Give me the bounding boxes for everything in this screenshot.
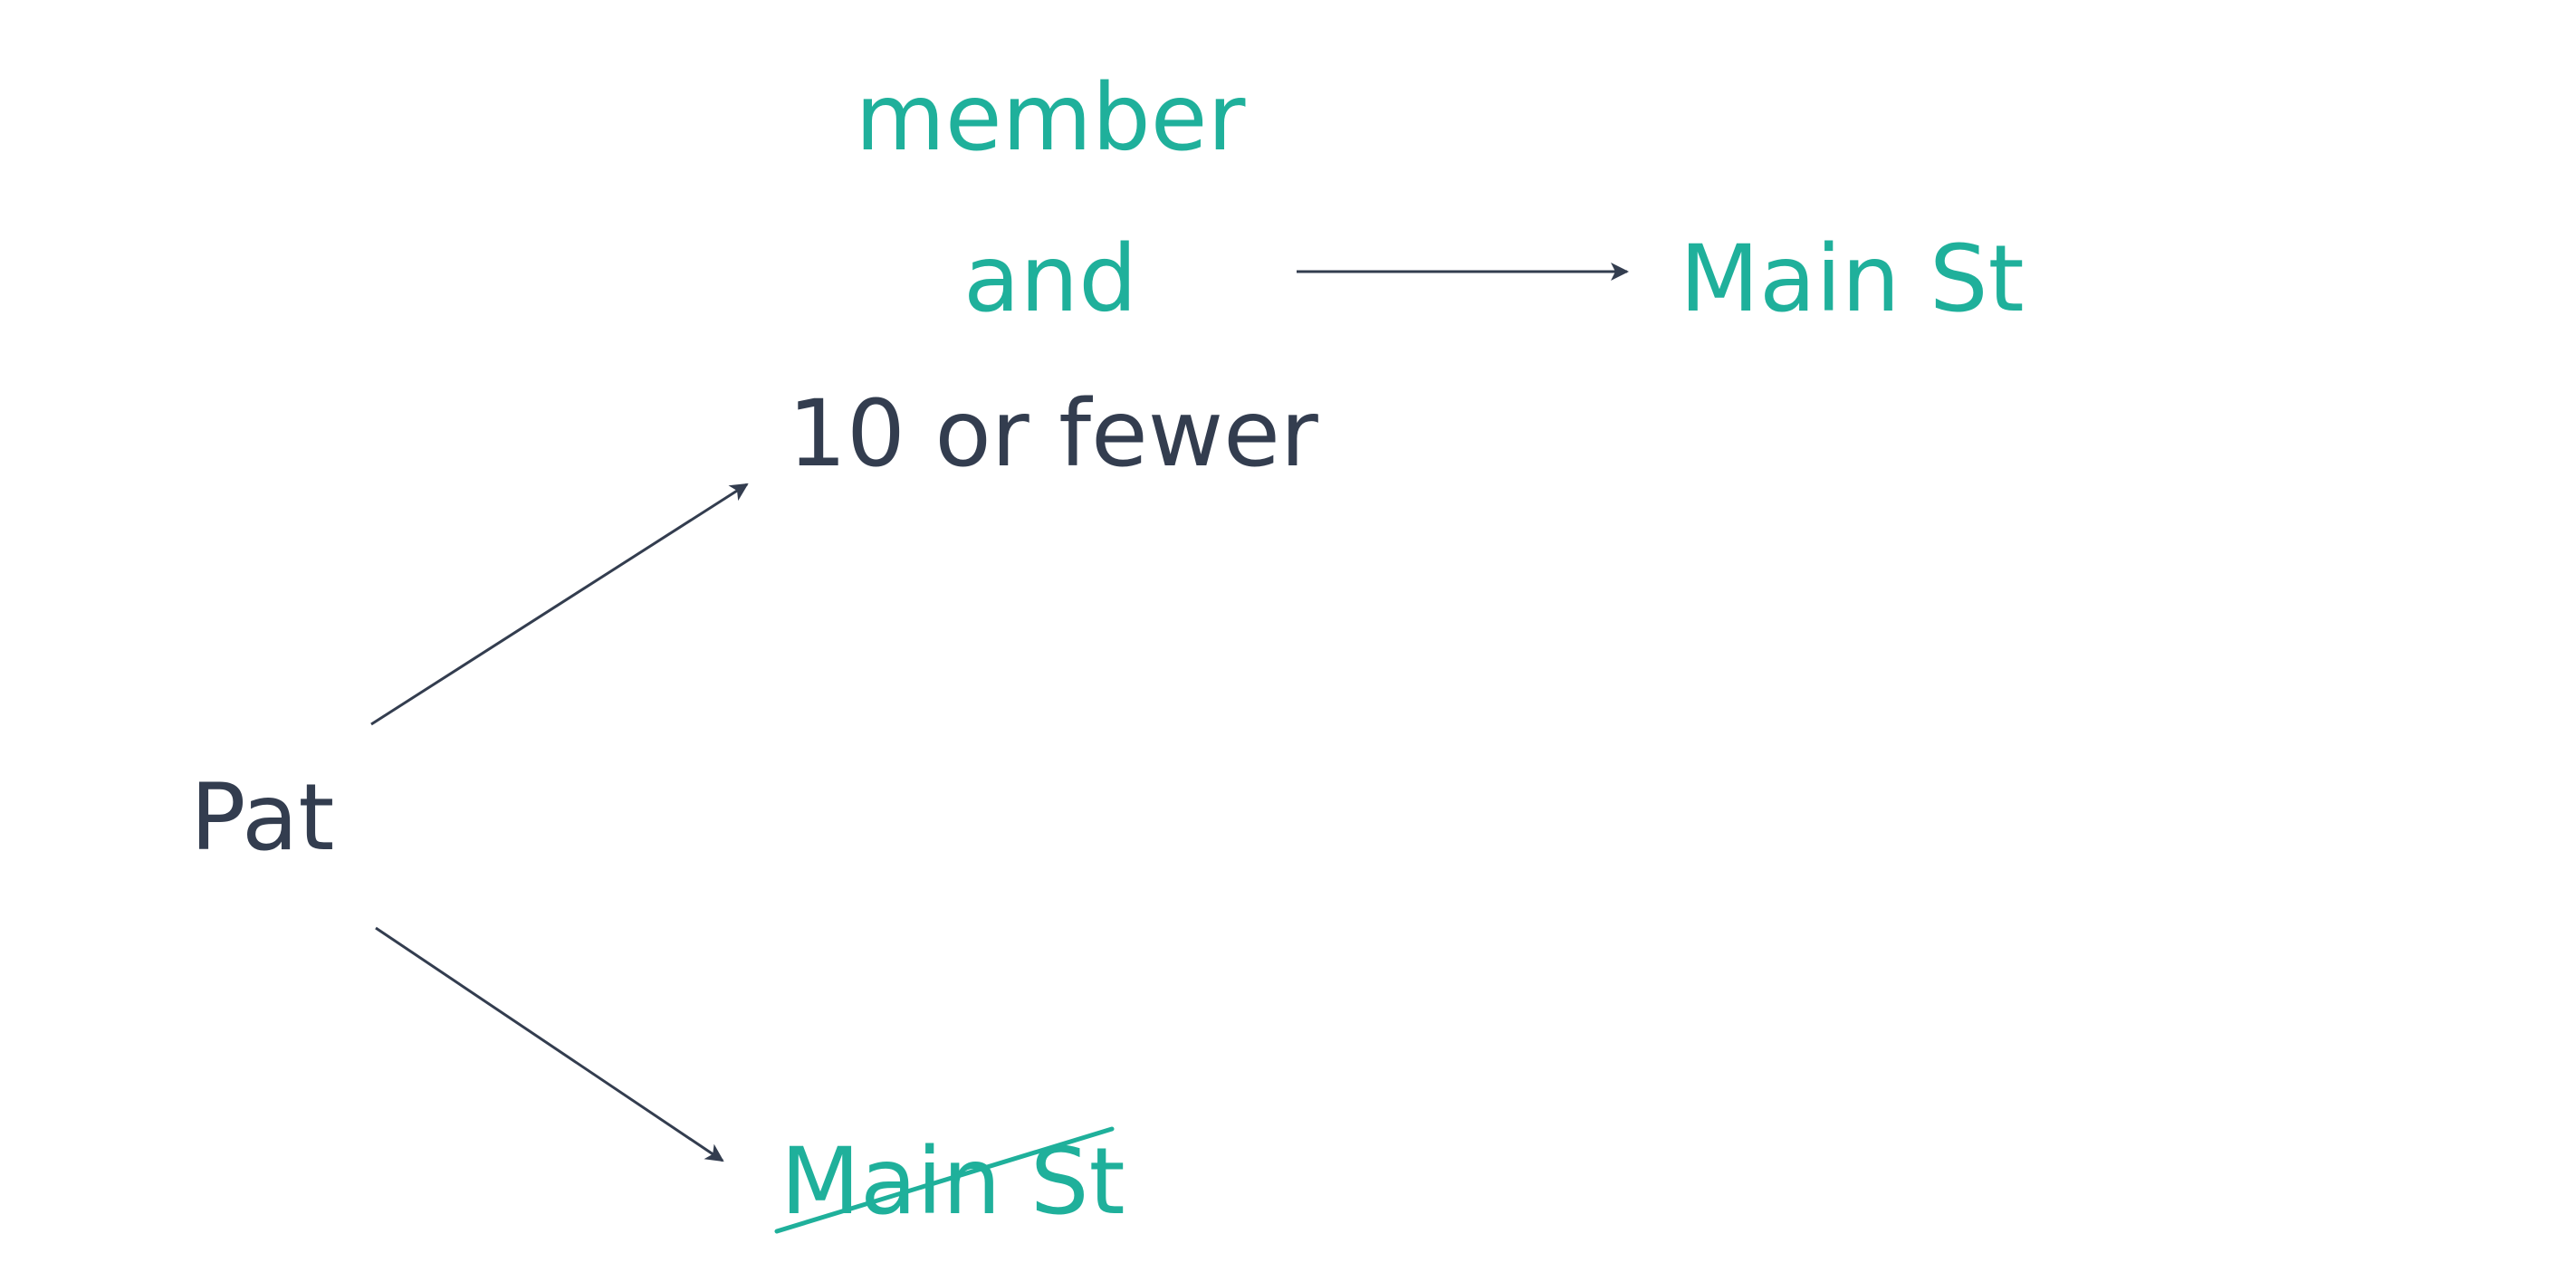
arrow-pat-to-crossed-result: [375, 926, 724, 1162]
node-condition-and: and: [963, 225, 1137, 333]
node-condition-member: member: [856, 64, 1246, 172]
arrow-pat-to-condition: [370, 483, 749, 726]
node-pat: Pat: [190, 764, 334, 872]
strikethrough-line: [774, 1126, 1115, 1234]
node-result-main-crossed: Main St: [780, 1128, 1125, 1236]
node-condition-fewer: 10 or fewer: [788, 380, 1318, 488]
node-result-main: Main St: [1680, 225, 2025, 333]
